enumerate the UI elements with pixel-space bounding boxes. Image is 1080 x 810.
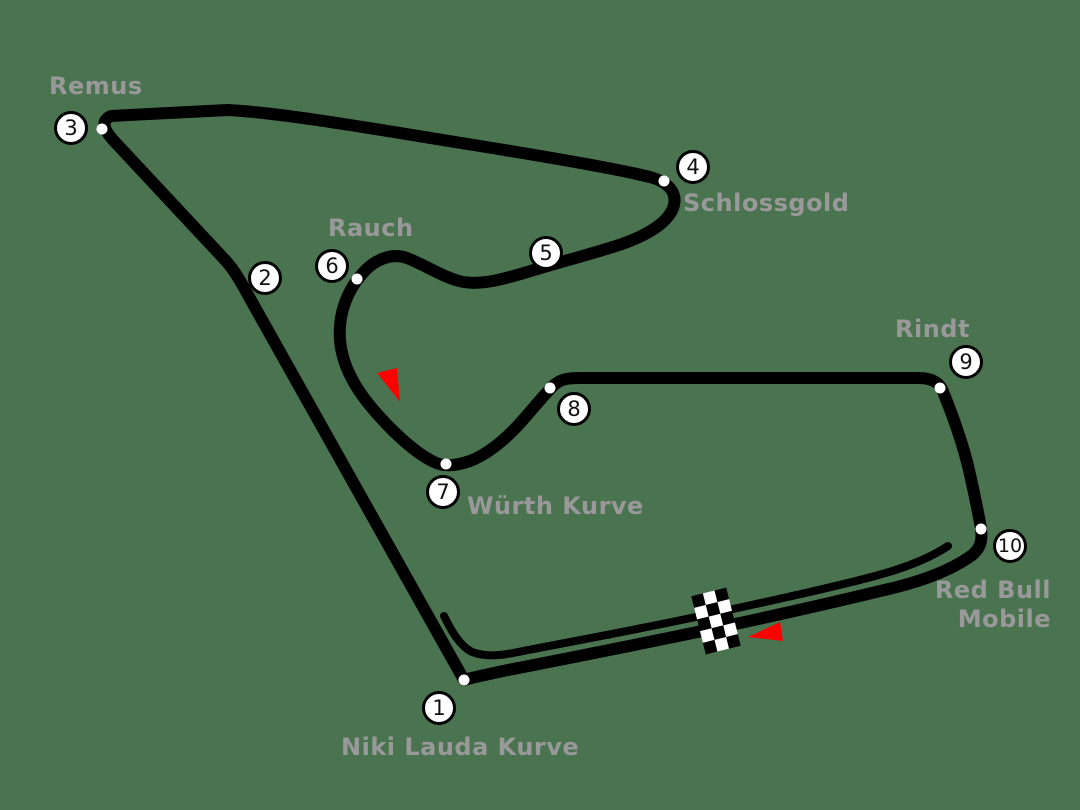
corner-dot-9 — [934, 382, 946, 394]
corner-marker-5: 5 — [529, 236, 563, 270]
corner-dot-8 — [544, 382, 556, 394]
label-remus: Remus — [49, 72, 143, 100]
label-wurth-kurve: Würth Kurve — [467, 492, 644, 520]
label-red-bull-mobile: Red Bull Mobile — [935, 576, 1051, 634]
corner-marker-8: 8 — [557, 392, 591, 426]
label-red-bull-mobile-line2: Mobile — [957, 605, 1051, 633]
corner-marker-9: 9 — [949, 345, 983, 379]
label-red-bull-mobile-line1: Red Bull — [934, 576, 1051, 604]
corner-marker-6: 6 — [315, 249, 349, 283]
corner-marker-4: 4 — [676, 150, 710, 184]
main-track-path — [98, 104, 988, 686]
corner-dot-3 — [96, 123, 108, 135]
corner-marker-3: 3 — [54, 111, 88, 145]
corner-dot-10 — [975, 523, 987, 535]
corner-marker-7: 7 — [426, 475, 460, 509]
direction-arrow-turn6-icon — [377, 368, 400, 402]
corner-dot-6 — [351, 273, 363, 285]
start-finish-checkered-flag-icon — [691, 587, 741, 655]
corner-marker-2: 2 — [248, 261, 282, 295]
label-rauch: Rauch — [328, 214, 414, 242]
corner-dot-1 — [458, 674, 470, 686]
label-schlossgold: Schlossgold — [683, 189, 850, 217]
corner-marker-10: 10 — [993, 529, 1027, 563]
label-niki-lauda-kurve: Niki Lauda Kurve — [341, 733, 580, 761]
pit-lane-path — [440, 542, 952, 660]
corner-dot-7 — [440, 458, 452, 470]
corner-dot-4 — [658, 175, 670, 187]
corner-marker-1: 1 — [422, 691, 456, 725]
direction-arrow-start-finish-icon — [748, 622, 783, 641]
label-rindt: Rindt — [895, 315, 970, 343]
